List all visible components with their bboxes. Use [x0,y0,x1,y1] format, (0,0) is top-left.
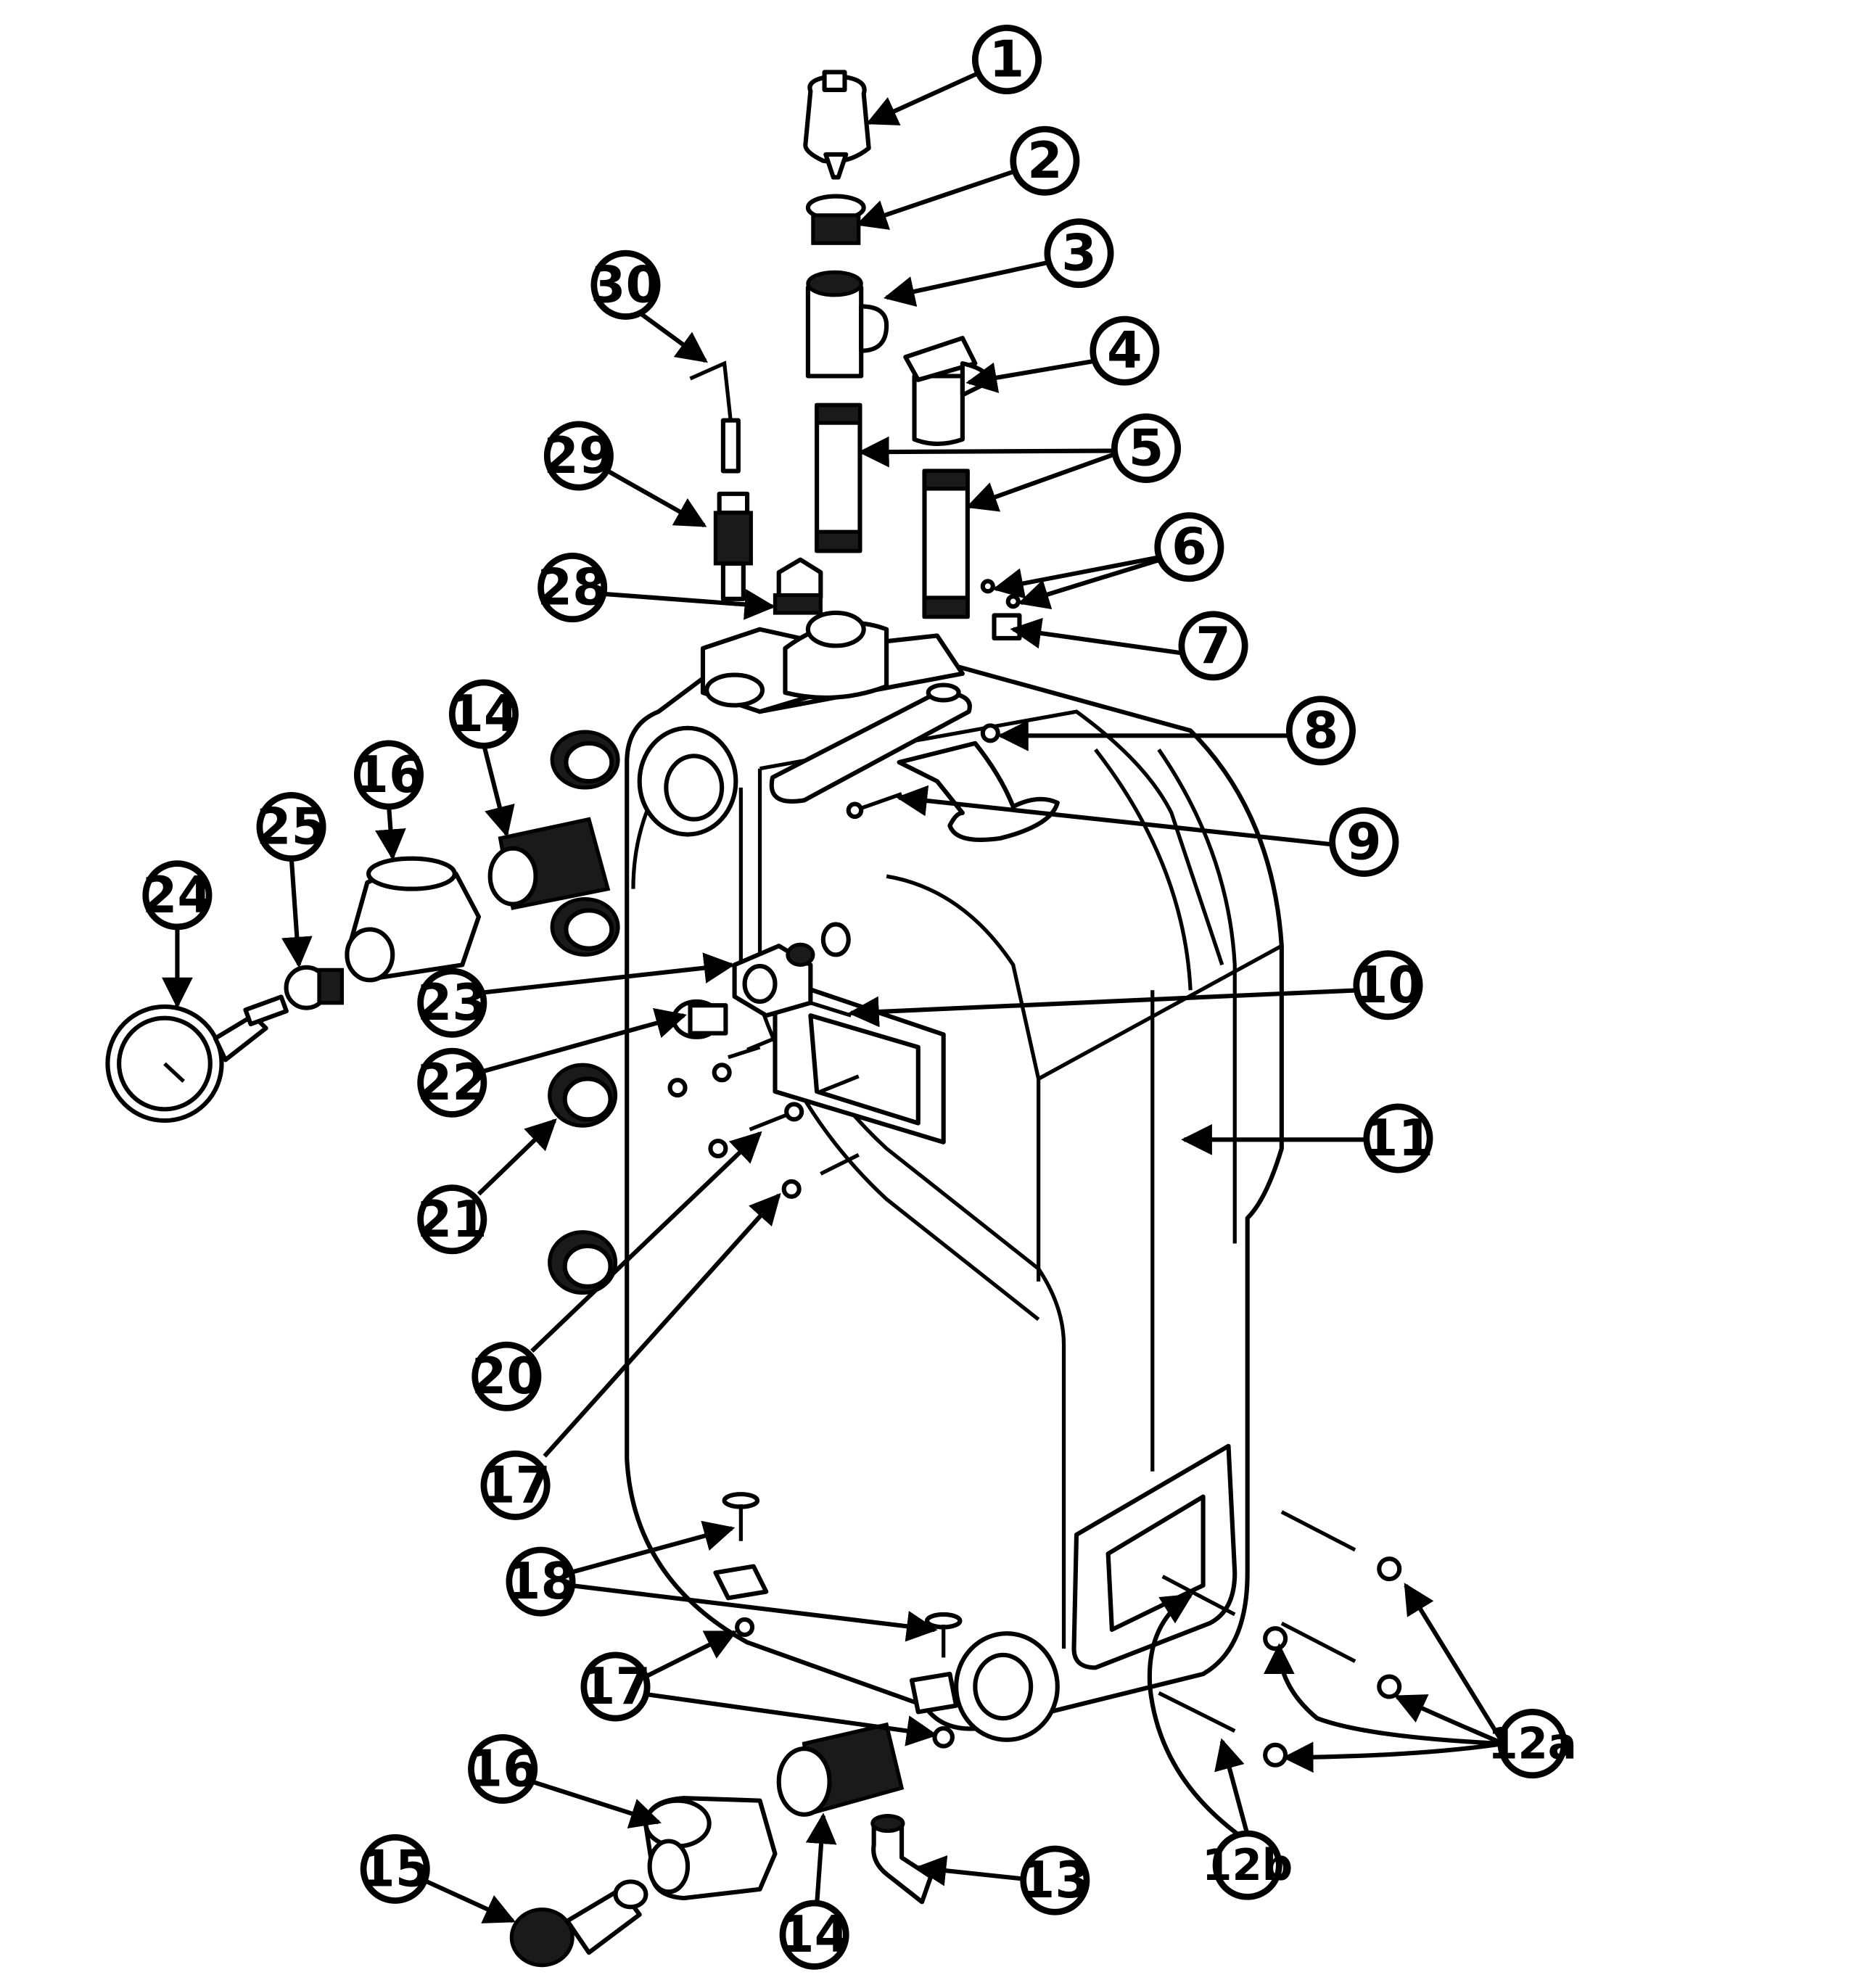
callout-24-label: 24 [142,866,213,925]
callout-23: 23 [417,968,487,1038]
callout-14-bottom: 14 [779,1900,849,1970]
part-nipple-14-top [487,817,611,910]
callout-25-label: 25 [256,798,326,857]
part-studs-12b [1158,1510,1356,1733]
callout-12b-label: 12b [1202,1840,1293,1890]
callout-5: 5 [1111,413,1182,484]
callout-1-label: 1 [989,30,1025,89]
part-nipple-14-bottom [776,1722,905,1817]
callout-17-lower-label: 17 [580,1657,651,1716]
callout-4: 4 [1090,315,1160,386]
callout-30: 30 [590,249,661,320]
callout-12b: 12b [1202,1830,1293,1900]
part-probe-30 [689,360,741,474]
callout-22-label: 22 [417,1053,487,1112]
callout-4-label: 4 [1107,321,1142,380]
callout-12a: 12a [1488,1709,1577,1779]
callout-30-label: 30 [590,255,661,314]
callout-17-upper-label: 17 [480,1456,551,1514]
callout-10-label: 10 [1353,956,1423,1015]
part-valve-15 [509,1879,648,1968]
part-nipple-right [922,469,970,619]
callout-16-top: 16 [353,740,424,810]
part-tee-16-bottom [643,1796,778,1901]
callout-20-label: 20 [471,1347,542,1406]
callout-16-bottom-label: 16 [468,1739,538,1798]
part-plug-28 [773,557,823,615]
callout-17-upper: 17 [480,1450,551,1520]
part-nuts-17-bottom [735,1617,955,1749]
part-ring-21 [548,1063,618,1128]
callout-7: 7 [1178,611,1248,681]
callout-11: 11 [1363,1103,1433,1174]
callout-28-label: 28 [538,558,608,617]
part-gauge-24 [105,994,289,1123]
part-elbow [903,336,991,446]
leader-lines [162,71,1505,1923]
callout-29-label: 29 [543,426,614,485]
callout-1: 1 [971,25,1042,95]
callout-11-label: 11 [1363,1109,1433,1168]
callout-14-top-label: 14 [448,685,519,743]
part-nipple-left [815,403,862,553]
callout-17-lower: 17 [580,1651,651,1722]
part-switch-7 [992,613,1022,640]
part-studs-nuts-left [667,1001,860,1199]
callout-2-label: 2 [1027,131,1063,190]
part-nuts-12a [1263,1556,1402,1768]
callout-10: 10 [1353,950,1423,1020]
callout-24: 24 [142,860,213,931]
callout-20: 20 [471,1341,542,1411]
callout-22: 22 [417,1047,487,1118]
callout-16-top-label: 16 [353,746,424,804]
callout-29: 29 [543,421,614,491]
callout-15-label: 15 [360,1839,430,1898]
part-ring-mid [550,896,620,957]
callout-5-label: 5 [1129,419,1164,478]
callout-2: 2 [1010,125,1080,196]
callout-15: 15 [360,1834,430,1904]
part-tee-16-top [345,856,482,983]
callout-12a-label: 12a [1488,1719,1577,1769]
callout-18: 18 [506,1546,576,1617]
callout-3: 3 [1044,218,1114,289]
part-bushing-top [805,194,866,245]
part-air-vent [803,70,871,180]
callout-6-label: 6 [1171,518,1207,577]
callout-14-bottom-label: 14 [779,1905,849,1964]
part-bushing-25 [284,965,345,1010]
part-nut-8 [980,723,1000,743]
callout-16-bottom: 16 [468,1733,538,1804]
part-elbow-13 [870,1813,934,1905]
part-ring-upper [550,730,620,790]
callout-14-top: 14 [448,679,519,749]
callout-13-label: 13 [1020,1851,1090,1910]
callout-3-label: 3 [1061,224,1097,283]
callout-21: 21 [417,1184,487,1255]
part-sensor-29 [713,491,753,601]
callout-6: 6 [1154,512,1224,582]
callout-7-label: 7 [1195,616,1231,675]
callout-8-label: 8 [1304,701,1339,760]
callout-21-label: 21 [417,1190,487,1249]
part-bolt-9 [846,792,902,820]
boiler-section-body [625,610,1284,1742]
callout-25: 25 [256,792,326,862]
callout-18-label: 18 [506,1552,576,1611]
callout-9: 9 [1329,807,1399,878]
callout-13: 13 [1020,1845,1090,1915]
callout-9-label: 9 [1346,812,1382,871]
callout-8: 8 [1285,696,1356,766]
part-ring-lower [548,1230,618,1295]
part-tee-top [805,270,889,379]
callout-28: 28 [538,553,608,623]
callout-23-label: 23 [417,973,487,1032]
part-fitting-22 [671,999,728,1039]
